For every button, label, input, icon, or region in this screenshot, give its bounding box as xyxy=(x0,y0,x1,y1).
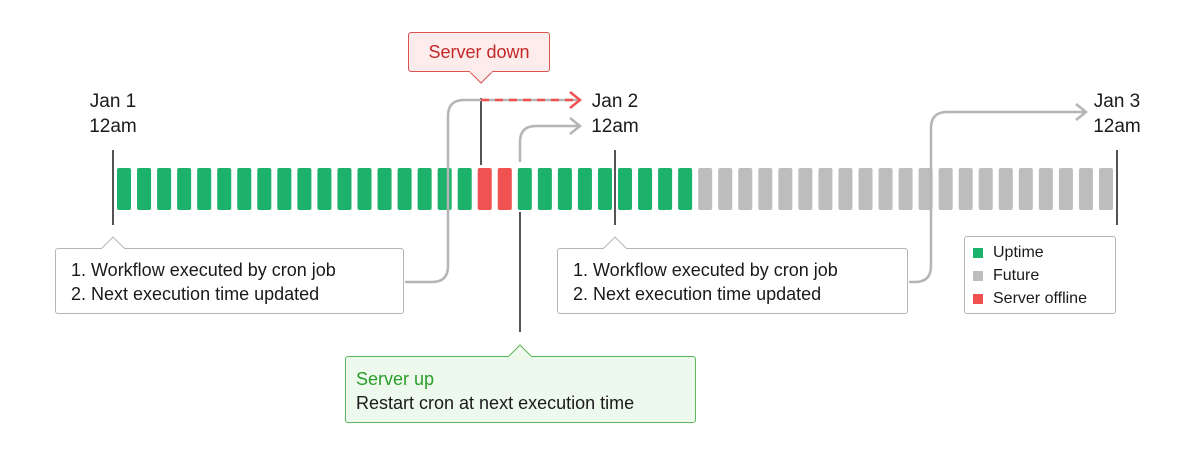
timeline-segment-future xyxy=(1018,168,1033,210)
connector-box2 xyxy=(909,110,1084,284)
timeline-segment-offline xyxy=(477,168,492,210)
timeline-segment-offline xyxy=(497,168,512,210)
timeline-segment-uptime xyxy=(417,168,432,210)
timeline-segment-future xyxy=(878,168,893,210)
legend-item-uptime: Uptime xyxy=(973,241,1107,264)
legend-swatch-offline xyxy=(973,293,983,304)
list-item: 2. Next execution time updated xyxy=(573,284,822,304)
timeline-segment-uptime xyxy=(457,168,472,210)
timeline-segment-uptime xyxy=(577,168,592,210)
legend: Uptime Future Server offline xyxy=(964,236,1116,314)
timeline-segment-uptime xyxy=(177,168,192,210)
list-item: 2. Next execution time updated xyxy=(71,284,320,304)
timeline-segment-uptime xyxy=(397,168,412,210)
connector-server-up xyxy=(518,124,578,162)
legend-label: Server offline xyxy=(993,290,1087,307)
cron-steps-list: 1. Workflow executed by cron job 2. Next… xyxy=(71,258,403,306)
timeline-segment-future xyxy=(698,168,713,210)
timeline-segment-future xyxy=(1098,168,1113,210)
timeline-segment-uptime xyxy=(557,168,572,210)
connector-box2-head xyxy=(1075,103,1089,121)
tick-label-jan1: Jan 1 12am xyxy=(68,89,158,139)
timeline-segment-uptime xyxy=(678,168,693,210)
legend-label: Uptime xyxy=(993,244,1044,261)
server-down-callout: Server down xyxy=(408,32,550,72)
timeline-segment-future xyxy=(958,168,973,210)
server-up-title: Server up xyxy=(356,369,435,389)
box2-pointer xyxy=(603,236,627,250)
server-up-pointer xyxy=(508,344,532,358)
timeline-segment-future xyxy=(898,168,913,210)
timeline-segment-future xyxy=(1078,168,1093,210)
timeline-segment-uptime xyxy=(277,168,292,210)
timeline-segment-uptime xyxy=(217,168,232,210)
timeline-segment-uptime xyxy=(257,168,272,210)
server-up-text: Restart cron at next execution time xyxy=(356,393,635,413)
server-up-callout: Server up Restart cron at next execution… xyxy=(345,356,696,423)
box1-pointer xyxy=(101,236,125,250)
legend-swatch-uptime xyxy=(973,247,983,258)
timeline-segment-future xyxy=(1038,168,1053,210)
timeline-segment-future xyxy=(718,168,733,210)
timeline-segment-uptime xyxy=(597,168,612,210)
tick-date: Jan 3 xyxy=(1093,91,1141,112)
legend-swatch-future xyxy=(973,270,983,281)
timeline-segment-uptime xyxy=(437,168,452,210)
timeline-segment-uptime xyxy=(377,168,392,210)
timeline-segment-future xyxy=(738,168,753,210)
timeline-segment-uptime xyxy=(537,168,552,210)
legend-item-offline: Server offline xyxy=(973,287,1107,310)
timeline-segment-uptime xyxy=(638,168,653,210)
tick-label-jan3: Jan 3 12am xyxy=(1072,89,1162,139)
timeline-segment-uptime xyxy=(197,168,212,210)
timeline-segment-uptime xyxy=(337,168,352,210)
timeline-segment-uptime xyxy=(297,168,312,210)
timeline-segment-uptime xyxy=(618,168,633,210)
timeline-segment-uptime xyxy=(317,168,332,210)
timeline-segment-future xyxy=(758,168,773,210)
timeline-segment-uptime xyxy=(658,168,673,210)
tick-time: 12am xyxy=(89,116,137,137)
server-down-pointer xyxy=(469,71,493,84)
timeline-segment-future xyxy=(778,168,793,210)
timeline-segment-uptime xyxy=(237,168,252,210)
tick-date: Jan 2 xyxy=(591,91,639,112)
timeline-segment-future xyxy=(798,168,813,210)
tick-date: Jan 1 xyxy=(89,91,137,112)
connector-server-up-head xyxy=(569,117,583,135)
timeline-segment-future xyxy=(1058,168,1073,210)
timeline-segment-uptime xyxy=(157,168,172,210)
timeline-segment-uptime xyxy=(117,168,132,210)
cron-steps-list: 1. Workflow executed by cron job 2. Next… xyxy=(573,258,907,306)
legend-label: Future xyxy=(993,267,1040,284)
timeline-segment-future xyxy=(938,168,953,210)
list-item: 1. Workflow executed by cron job xyxy=(71,260,336,280)
cron-info-box-1: 1. Workflow executed by cron job 2. Next… xyxy=(55,248,404,314)
timeline-segment-future xyxy=(858,168,873,210)
timeline-segments xyxy=(117,168,1113,210)
timeline-segment-uptime xyxy=(517,168,532,210)
timeline-segment-future xyxy=(918,168,933,210)
tick-label-jan2: Jan 2 12am xyxy=(570,89,660,139)
list-item: 1. Workflow executed by cron job xyxy=(573,260,838,280)
dashed-arrow-head xyxy=(569,91,583,109)
timeline-segment-future xyxy=(838,168,853,210)
server-down-label: Server down xyxy=(428,42,530,62)
timeline-segment-future xyxy=(818,168,833,210)
cron-info-box-2: 1. Workflow executed by cron job 2. Next… xyxy=(557,248,908,314)
tick-time: 12am xyxy=(591,116,639,137)
connector-box1-dashed xyxy=(405,98,578,284)
legend-item-future: Future xyxy=(973,264,1107,287)
timeline-segment-uptime xyxy=(357,168,372,210)
timeline-segment-future xyxy=(998,168,1013,210)
timeline-segment-uptime xyxy=(137,168,152,210)
timeline-segment-future xyxy=(978,168,993,210)
tick-time: 12am xyxy=(1093,116,1141,137)
